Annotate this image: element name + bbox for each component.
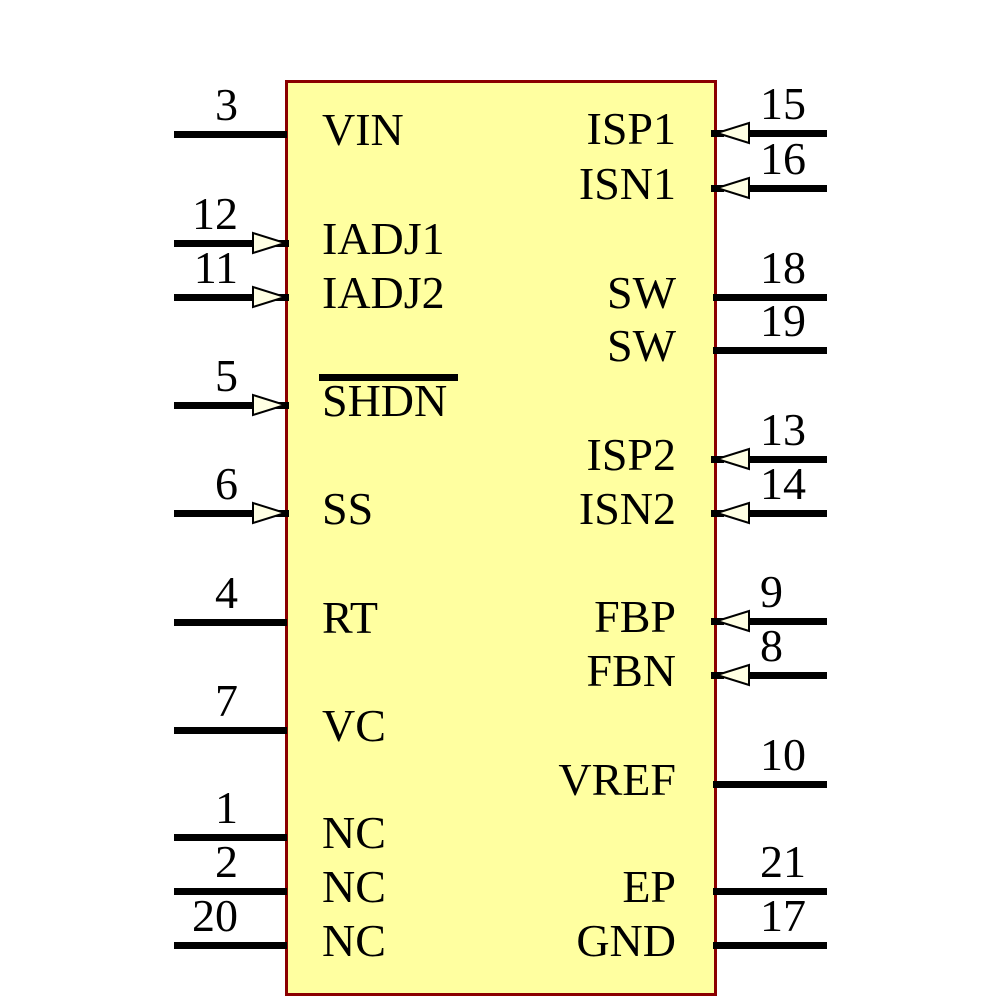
pin-wire — [750, 130, 827, 137]
input-arrow-triangle — [713, 176, 750, 200]
pin-number: 6 — [215, 458, 238, 509]
pin-number: 3 — [215, 79, 238, 130]
pin-wire — [750, 510, 827, 517]
pin-wire — [174, 834, 287, 841]
pin-label: ISP2 — [586, 429, 676, 480]
pin-number: 16 — [760, 133, 806, 184]
input-arrow-triangle — [252, 501, 289, 525]
input-arrow-triangle — [252, 231, 289, 255]
pin-number: 7 — [215, 675, 238, 726]
pin-number: 2 — [215, 836, 238, 887]
pin-label: NC — [322, 915, 386, 966]
pin-label: VIN — [322, 104, 404, 155]
input-arrow-icon — [252, 231, 289, 255]
pin-number: 10 — [760, 729, 806, 780]
input-arrow-triangle — [252, 393, 289, 417]
pin-wire — [713, 347, 827, 354]
pin-number: 17 — [760, 890, 806, 941]
pin-wire — [174, 888, 287, 895]
pin-label: ISP1 — [586, 103, 676, 154]
pin-number: 19 — [760, 295, 806, 346]
pin-label: SW — [607, 267, 676, 318]
pin-label: SHDN — [322, 375, 448, 426]
pin-number: 8 — [760, 620, 783, 671]
pin-label: VC — [322, 700, 386, 751]
pin-label: ISN2 — [578, 483, 676, 534]
input-arrow-icon — [713, 447, 750, 471]
pin-number: 12 — [192, 188, 238, 239]
pin-number: 15 — [760, 78, 806, 129]
pin-wire — [713, 888, 827, 895]
active-low-overline — [319, 374, 458, 381]
input-arrow-triangle — [713, 609, 750, 633]
pin-wire — [713, 294, 827, 301]
pin-number: 13 — [760, 404, 806, 455]
pin-label: NC — [322, 861, 386, 912]
pin-wire — [174, 294, 253, 301]
pin-number: 14 — [760, 458, 806, 509]
input-arrow-icon — [713, 176, 750, 200]
pin-wire — [174, 131, 287, 138]
pin-label: RT — [322, 592, 379, 643]
pin-wire — [750, 672, 827, 679]
input-arrow-triangle — [252, 285, 289, 309]
input-arrow-icon — [713, 501, 750, 525]
pin-label: IADJ1 — [322, 213, 445, 264]
pin-number: 4 — [215, 567, 238, 618]
pin-number: 18 — [760, 242, 806, 293]
pin-number: 21 — [760, 836, 806, 887]
input-arrow-triangle — [713, 447, 750, 471]
input-arrow-icon — [252, 285, 289, 309]
pin-label: NC — [322, 807, 386, 858]
pin-number: 9 — [760, 566, 783, 617]
pin-label: FBN — [586, 645, 676, 696]
pin-wire — [750, 185, 827, 192]
pin-wire — [750, 456, 827, 463]
input-arrow-icon — [713, 609, 750, 633]
pin-number: 1 — [215, 782, 238, 833]
pin-number: 11 — [193, 242, 238, 293]
pin-wire — [750, 618, 827, 625]
pin-label: SS — [322, 483, 374, 534]
ic-body — [285, 80, 717, 996]
pin-wire — [174, 510, 253, 517]
pin-label: EP — [622, 861, 676, 912]
pin-number: 5 — [215, 350, 238, 401]
input-arrow-icon — [252, 393, 289, 417]
input-arrow-icon — [713, 121, 750, 145]
pin-label: SW — [607, 320, 676, 371]
pin-number: 20 — [192, 890, 238, 941]
pin-wire — [174, 619, 287, 626]
pin-wire — [174, 240, 253, 247]
pin-label: VREF — [558, 754, 676, 805]
pin-wire — [713, 781, 827, 788]
input-arrow-triangle — [713, 501, 750, 525]
pin-label: IADJ2 — [322, 267, 445, 318]
input-arrow-icon — [252, 501, 289, 525]
pin-wire — [174, 727, 287, 734]
pin-label: ISN1 — [578, 158, 676, 209]
input-arrow-triangle — [713, 663, 750, 687]
input-arrow-triangle — [713, 121, 750, 145]
pin-wire — [174, 402, 253, 409]
pin-label: GND — [576, 915, 676, 966]
pin-wire — [713, 942, 827, 949]
input-arrow-icon — [713, 663, 750, 687]
pin-label: FBP — [594, 591, 676, 642]
pin-wire — [174, 942, 287, 949]
